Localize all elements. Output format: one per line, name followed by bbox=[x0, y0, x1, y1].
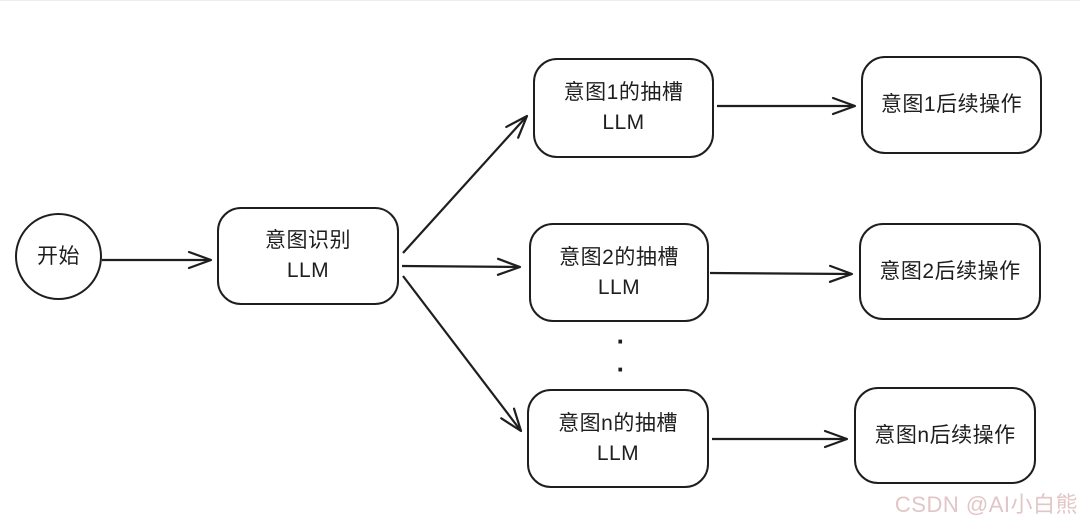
node-action-intentn-label: 意图n后续操作 bbox=[874, 423, 1016, 447]
node-intent-llm-label-line1: 意图识别 bbox=[265, 229, 351, 253]
ellipsis-dot: · bbox=[616, 326, 626, 356]
node-action-intentn: 意图n后续操作 bbox=[854, 387, 1036, 484]
node-slot-intent2-label-line2: LLM bbox=[597, 275, 641, 299]
arrow-slot2-to-action2 bbox=[709, 264, 854, 283]
watermark: CSDN @AI小白熊 bbox=[894, 492, 1078, 517]
node-slot-intentn: 意图n的抽槽 LLM bbox=[527, 389, 709, 488]
node-slot-intentn-label-line1: 意图n的抽槽 bbox=[558, 411, 678, 435]
node-intent-llm-label-line2: LLM bbox=[286, 259, 330, 282]
node-action-intent2: 意图2后续操作 bbox=[859, 223, 1041, 320]
node-action-intent1-label: 意图1后续操作 bbox=[880, 93, 1023, 117]
node-slot-intent1-label-line2: LLM bbox=[602, 111, 645, 134]
node-intent-llm: 意图识别 LLM bbox=[217, 207, 399, 305]
node-slot-intent1: 意图1的抽槽 LLM bbox=[533, 58, 714, 158]
vertical-ellipsis: · · bbox=[608, 326, 634, 384]
ellipsis-dot: · bbox=[616, 354, 626, 384]
node-slot-intent1-label-line1: 意图1的抽槽 bbox=[563, 81, 684, 105]
arrow-intent-to-slot2 bbox=[401, 257, 522, 276]
node-slot-intent2-label-line1: 意图2的抽槽 bbox=[559, 245, 679, 269]
node-start-label: 开始 bbox=[37, 244, 80, 268]
node-action-intent1: 意图1后续操作 bbox=[861, 56, 1042, 154]
node-slot-intentn-label-line2: LLM bbox=[596, 441, 640, 465]
node-start: 开始 bbox=[15, 213, 102, 300]
arrow-intent-to-slot1 bbox=[402, 114, 529, 254]
node-slot-intent2: 意图2的抽槽 LLM bbox=[529, 223, 709, 322]
node-action-intent2-label: 意图2后续操作 bbox=[879, 259, 1021, 283]
arrow-intent-to-slotn bbox=[402, 275, 523, 433]
